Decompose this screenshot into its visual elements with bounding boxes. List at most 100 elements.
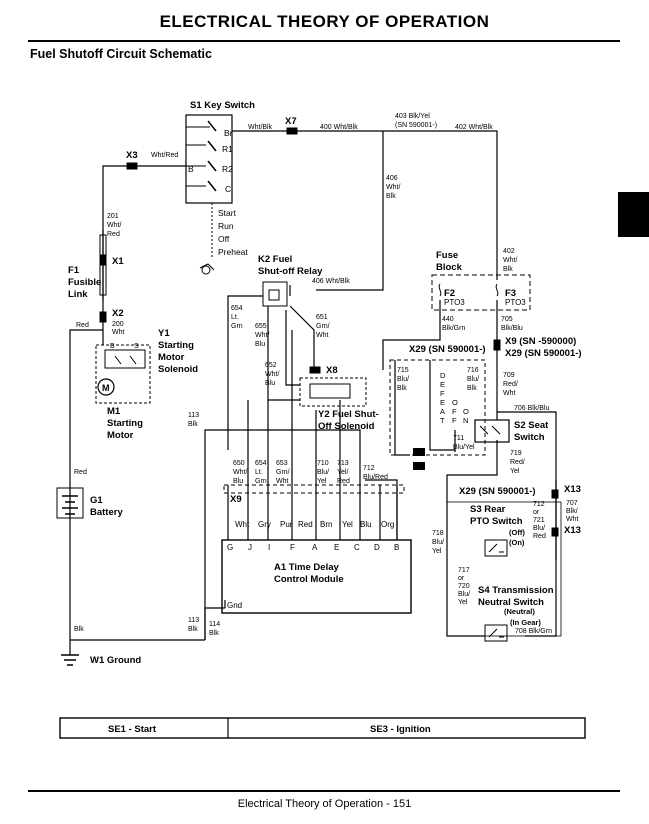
svg-text:712: 712 <box>363 465 375 472</box>
diagram-title: Fuel Shutoff Circuit Schematic <box>30 47 212 61</box>
x3-connector <box>126 162 138 170</box>
wire-113a <box>204 429 361 640</box>
svg-text:Fusible: Fusible <box>68 277 101 288</box>
svg-text:Red: Red <box>337 478 350 485</box>
legend-table: SE1 - Start SE3 - Ignition <box>59 717 586 739</box>
w1-ground: W1 Ground <box>61 654 141 666</box>
svg-text:Grn/: Grn/ <box>316 323 330 330</box>
svg-text:Blk: Blk <box>386 193 396 200</box>
svg-text:Wht: Wht <box>503 390 516 397</box>
svg-text:Red: Red <box>74 469 87 476</box>
svg-text:Y1: Y1 <box>158 328 170 339</box>
svg-text:G1: G1 <box>90 495 103 506</box>
svg-text:F: F <box>440 389 445 398</box>
svg-text:Blu: Blu <box>265 380 275 387</box>
svg-text:Wht/: Wht/ <box>386 184 400 191</box>
svg-text:200: 200 <box>112 321 124 328</box>
svg-text:Red: Red <box>298 520 313 529</box>
svg-text:406 Wht/Blk: 406 Wht/Blk <box>312 278 350 285</box>
s1-pos-preheat: Preheat <box>218 247 248 257</box>
svg-text:651: 651 <box>316 314 328 321</box>
svg-text:Blk: Blk <box>397 385 407 392</box>
svg-text:402 Wht/Blk: 402 Wht/Blk <box>455 124 493 131</box>
svg-text:F3: F3 <box>505 288 516 299</box>
s1-term-br: Br <box>224 128 233 138</box>
wire-a1-top <box>227 485 398 540</box>
motor-symbol <box>97 378 115 396</box>
svg-text:Blk/: Blk/ <box>566 508 578 515</box>
svg-text:PTO3: PTO3 <box>505 298 526 307</box>
svg-text:B: B <box>394 543 399 552</box>
svg-text:J: J <box>248 543 252 552</box>
s2-seat-switch: D E F E A T O F F O N S2 Seat Switch <box>440 371 549 443</box>
svg-text:X9 (SN -590000): X9 (SN -590000) <box>505 336 576 347</box>
svg-text:Link: Link <box>68 289 88 300</box>
svg-text:719: 719 <box>510 450 522 457</box>
svg-text:Blu: Blu <box>233 478 243 485</box>
svg-text:(Neutral): (Neutral) <box>504 607 535 616</box>
svg-text:Blk: Blk <box>467 385 477 392</box>
wire-651 <box>289 305 315 368</box>
svg-text:Yel/: Yel/ <box>337 469 348 476</box>
svg-text:717: 717 <box>458 567 470 574</box>
s1-term-r1: R1 <box>222 144 233 154</box>
svg-text:Control Module: Control Module <box>274 574 344 585</box>
x29-left-connector-block: X29 (SN 590001-) <box>389 344 486 470</box>
s3-rear-pto-switch: S3 Rear PTO Switch (Off) (On) <box>470 504 525 557</box>
svg-text:Lt.: Lt. <box>231 314 239 321</box>
s1-pos-off: Off <box>218 234 230 244</box>
svg-text:S2 Seat: S2 Seat <box>514 420 549 431</box>
svg-text:715: 715 <box>397 367 409 374</box>
rear-switch-region <box>446 501 562 637</box>
svg-text:705: 705 <box>501 316 513 323</box>
svg-text:Wht/: Wht/ <box>265 371 279 378</box>
svg-text:Fuse: Fuse <box>436 250 458 261</box>
wire-labels: 400 Wht/Blk 403 Blk/Yel (SN 590001-) 402… <box>74 113 579 637</box>
svg-text:Gnd: Gnd <box>227 601 242 610</box>
wire-440 <box>382 300 441 370</box>
svg-text:(SN 590001-): (SN 590001-) <box>395 122 437 129</box>
svg-text:708 Blk/Grn: 708 Blk/Grn <box>515 628 552 635</box>
wire-652 <box>285 310 300 386</box>
svg-text:F: F <box>452 407 457 416</box>
footer-rule <box>28 790 620 792</box>
svg-text:(On): (On) <box>509 538 525 547</box>
x2-connector <box>99 311 107 323</box>
svg-text:Grn: Grn <box>231 323 243 330</box>
svg-text:(Off): (Off) <box>509 528 525 537</box>
x8-label: X8 <box>326 365 338 376</box>
svg-text:406: 406 <box>386 175 398 182</box>
svg-text:Solenoid: Solenoid <box>158 364 198 375</box>
svg-text:E: E <box>334 543 339 552</box>
svg-text:D: D <box>374 543 380 552</box>
page-footer: Electrical Theory of Operation - 151 <box>237 798 412 810</box>
svg-text:Wht: Wht <box>566 516 579 523</box>
wire-654 <box>227 295 263 450</box>
wire-406 <box>316 131 384 291</box>
svg-text:Blu/: Blu/ <box>467 376 479 383</box>
fuse-block: Fuse Block F2 PTO3 F3 PTO3 <box>431 250 531 311</box>
svg-text:Blu/Red: Blu/Red <box>363 474 388 481</box>
svg-text:Wht/Red: Wht/Red <box>151 152 178 159</box>
svg-text:Blk: Blk <box>188 626 198 633</box>
svg-text:Battery: Battery <box>90 507 123 518</box>
svg-text:I: I <box>268 543 270 552</box>
svg-text:Motor: Motor <box>107 430 134 441</box>
y1-starting-motor-solenoid: B S M Y1 Starting Motor Solenoid M1 Star… <box>95 328 198 441</box>
svg-text:654: 654 <box>231 305 243 312</box>
svg-text:114: 114 <box>209 621 220 628</box>
svg-text:Neutral Switch: Neutral Switch <box>478 597 544 608</box>
svg-text:O: O <box>463 407 469 416</box>
svg-text:A: A <box>312 543 318 552</box>
section-tab-marker <box>618 192 649 237</box>
x8-connector <box>309 366 321 374</box>
s1-key-switch: S1 Key Switch Br R1 R2 C B Start Run Off… <box>185 100 255 275</box>
svg-text:X13: X13 <box>564 484 581 495</box>
svg-text:A1 Time Delay: A1 Time Delay <box>274 562 339 573</box>
svg-text:Wht/: Wht/ <box>255 332 269 339</box>
wire-712 <box>365 479 398 540</box>
svg-text:Wht/: Wht/ <box>107 222 121 229</box>
s1-pos-start: Start <box>218 208 237 218</box>
svg-text:(In Gear): (In Gear) <box>510 618 541 627</box>
